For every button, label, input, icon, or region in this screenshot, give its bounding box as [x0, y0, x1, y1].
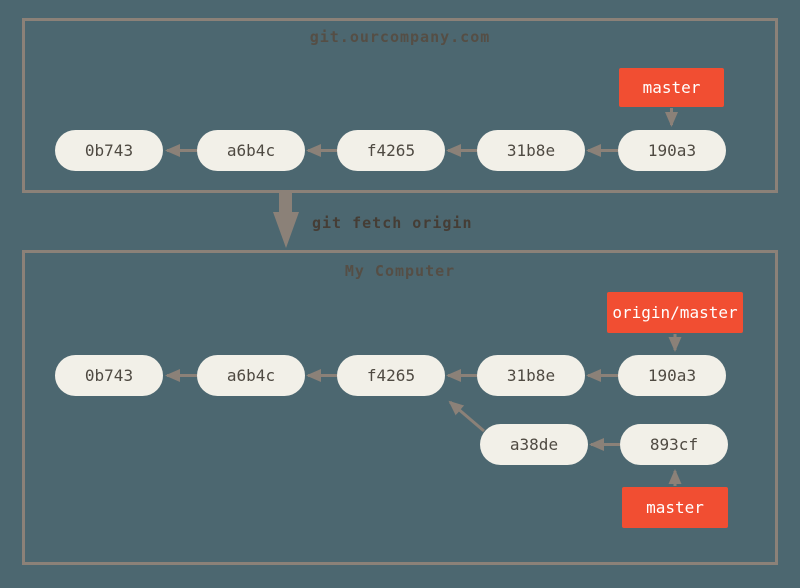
remote-branch-label-master: master — [619, 68, 724, 107]
remote-repo-title: git.ourcompany.com — [309, 28, 491, 46]
local-remote-tracking-label-origin-master: origin/master — [607, 292, 743, 333]
commit-local-31b8e: 31b8e — [477, 355, 585, 396]
commit-remote-0b743: 0b743 — [55, 130, 163, 171]
commit-local-a6b4c: a6b4c — [197, 355, 305, 396]
commit-local-893cf: 893cf — [620, 424, 728, 465]
commit-remote-190a3: 190a3 — [618, 130, 726, 171]
commit-remote-f4265: f4265 — [337, 130, 445, 171]
commit-remote-a6b4c: a6b4c — [197, 130, 305, 171]
local-repo-title: My Computer — [344, 262, 456, 280]
commit-local-190a3: 190a3 — [618, 355, 726, 396]
remote-repo-box — [22, 18, 778, 193]
commit-remote-31b8e: 31b8e — [477, 130, 585, 171]
commit-local-a38de: a38de — [480, 424, 588, 465]
local-repo-box — [22, 250, 778, 565]
fetch-command-label: git fetch origin — [312, 214, 473, 232]
commit-local-0b743: 0b743 — [55, 355, 163, 396]
commit-local-f4265: f4265 — [337, 355, 445, 396]
fetch-arrow — [273, 193, 299, 248]
local-branch-label-master: master — [622, 487, 728, 528]
